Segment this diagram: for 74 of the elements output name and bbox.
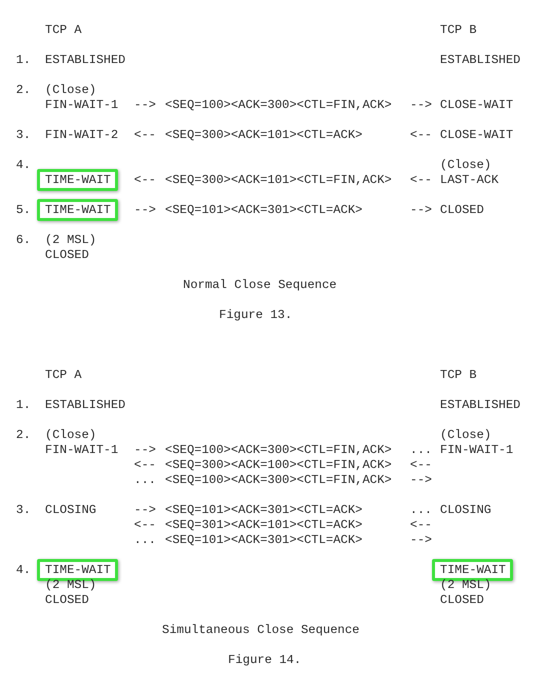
- state-label: LAST-ACK: [440, 173, 499, 188]
- segment-text: <SEQ=101><ACK=301><CTL=ACK>: [165, 503, 362, 518]
- state-label: ESTABLISHED: [440, 53, 520, 68]
- arrow-text: <--: [134, 128, 156, 143]
- step-number: 5.: [16, 203, 31, 218]
- state-label: FIN-WAIT-1: [440, 443, 514, 458]
- arrow-text: -->: [134, 503, 156, 518]
- state-label: CLOSED: [440, 593, 484, 608]
- state-label: ESTABLISHED: [440, 398, 520, 413]
- step-number: 4.: [16, 563, 31, 578]
- state-label: (2 MSL): [45, 578, 96, 593]
- state-label: FIN-WAIT-1: [45, 98, 118, 113]
- arrow-text: -->: [134, 203, 156, 218]
- arrow-text: <--: [134, 173, 156, 188]
- state-label: FIN-WAIT-2: [45, 128, 118, 143]
- state-label: CLOSE-WAIT: [440, 128, 514, 143]
- step-number: 1.: [16, 53, 31, 68]
- state-label: (Close): [45, 428, 96, 443]
- column-heading: TCP A: [45, 368, 82, 383]
- step-number: 4.: [16, 158, 31, 173]
- state-label: (2 MSL): [45, 233, 96, 248]
- figure-number: Figure 13.: [219, 308, 292, 323]
- state-label: CLOSED: [440, 203, 484, 218]
- arrow-text: ...: [134, 473, 156, 488]
- state-label: (Close): [45, 83, 96, 98]
- segment-text: <SEQ=300><ACK=100><CTL=FIN,ACK>: [165, 458, 392, 473]
- figure-caption: Simultaneous Close Sequence: [162, 623, 360, 638]
- arrow-text: ...: [410, 443, 432, 458]
- highlighted-state-box: TIME-WAIT: [37, 199, 118, 221]
- state-label: CLOSED: [45, 593, 89, 608]
- figure-number: Figure 14.: [228, 653, 302, 668]
- state-label: CLOSE-WAIT: [440, 98, 514, 113]
- state-label: (Close): [440, 158, 492, 173]
- state-label: CLOSING: [45, 503, 96, 518]
- step-number: 1.: [16, 398, 31, 413]
- column-heading: TCP B: [440, 23, 477, 38]
- segment-text: <SEQ=100><ACK=300><CTL=FIN,ACK>: [165, 98, 392, 113]
- arrow-text: <--: [410, 518, 432, 533]
- state-label: ESTABLISHED: [45, 53, 126, 68]
- segment-text: <SEQ=101><ACK=301><CTL=ACK>: [165, 533, 362, 548]
- segment-text: <SEQ=101><ACK=301><CTL=ACK>: [165, 203, 362, 218]
- arrow-text: -->: [410, 533, 432, 548]
- arrow-text: -->: [134, 98, 156, 113]
- state-label: (2 MSL): [440, 578, 492, 593]
- segment-text: <SEQ=300><ACK=101><CTL=FIN,ACK>: [165, 173, 392, 188]
- step-number: 3.: [16, 128, 31, 143]
- arrow-text: <--: [134, 518, 156, 533]
- step-number: 2.: [16, 83, 31, 98]
- state-label: FIN-WAIT-1: [45, 443, 118, 458]
- arrow-text: <--: [134, 458, 156, 473]
- segment-text: <SEQ=100><ACK=300><CTL=FIN,ACK>: [165, 473, 392, 488]
- step-number: 2.: [16, 428, 31, 443]
- arrow-text: ...: [134, 533, 156, 548]
- column-heading: TCP B: [440, 368, 477, 383]
- arrow-text: -->: [134, 443, 156, 458]
- arrow-text: -->: [410, 98, 432, 113]
- figure-caption: Normal Close Sequence: [183, 278, 337, 293]
- segment-text: <SEQ=300><ACK=101><CTL=ACK>: [165, 128, 362, 143]
- segment-text: <SEQ=100><ACK=300><CTL=FIN,ACK>: [165, 443, 392, 458]
- arrow-text: <--: [410, 128, 432, 143]
- state-label: CLOSED: [45, 248, 89, 263]
- arrow-text: <--: [410, 173, 432, 188]
- highlighted-state-box: TIME-WAIT: [37, 169, 118, 191]
- step-number: 3.: [16, 503, 31, 518]
- arrow-text: -->: [410, 473, 432, 488]
- step-number: 6.: [16, 233, 31, 248]
- arrow-text: -->: [410, 203, 432, 218]
- state-label: ESTABLISHED: [45, 398, 126, 413]
- segment-text: <SEQ=301><ACK=101><CTL=ACK>: [165, 518, 362, 533]
- state-label: CLOSING: [440, 503, 492, 518]
- arrow-text: ...: [410, 503, 432, 518]
- column-heading: TCP A: [45, 23, 82, 38]
- state-label: (Close): [440, 428, 492, 443]
- arrow-text: <--: [410, 458, 432, 473]
